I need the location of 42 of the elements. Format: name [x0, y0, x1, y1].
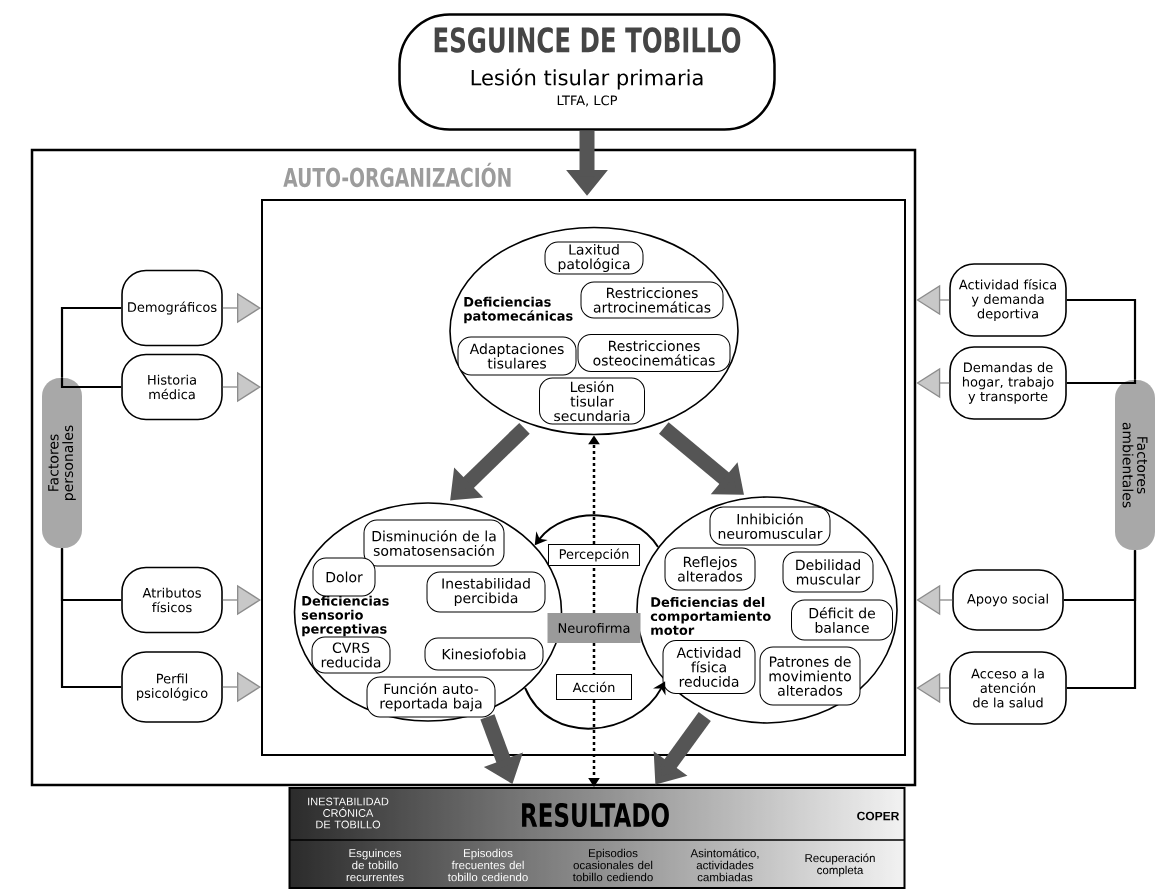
connector-line [60, 548, 122, 689]
label-box: Percepción [548, 544, 640, 566]
connector-line [1066, 550, 1137, 690]
factor-pill: Demandas de hogar, trabajo y transporte [949, 346, 1067, 420]
result-bar: INESTABILIDAD CRÓNICA DE TOBILLO RESULTADO COPER Esguinces de tobillo recurrentes Episodios frecuentes del tobillo cediendo Episodios ocasionales del tobillo cediendo Asintomático, actividades cambiadas Recuperación completa [288, 787, 906, 889]
connector-line [60, 377, 122, 389]
factor-pill: Atributos físicos [121, 566, 223, 634]
block-arrow [659, 422, 744, 495]
pill-box: Restricciones osteocinemáticas [577, 334, 731, 372]
factor-pill: Historia médica [121, 353, 223, 421]
pill-box: Patrones de movimiento alterados [759, 646, 861, 706]
curved-arrow [534, 514, 659, 549]
pill-box: CVRS reducida [311, 636, 391, 674]
connector-line [1066, 379, 1137, 385]
pill-box: Inhibición neuromuscular [709, 506, 831, 546]
dotted-line [592, 566, 596, 613]
connector-line [60, 306, 122, 378]
pill-box: Adaptaciones tisulares [457, 336, 577, 376]
pill-box: Disminución de la somatosensación [363, 519, 505, 567]
block-arrow [450, 422, 530, 501]
pill-box: Lesión tisular secundaria [539, 377, 645, 425]
pill-box: Laxitud patológica [544, 241, 644, 275]
pill-box: Kinesiofobia [424, 637, 544, 671]
pill-box: Actividad física reducida [662, 640, 756, 694]
factor-pill: Perfil psicológico [121, 651, 223, 723]
factor-pill: Demográficos [121, 269, 223, 347]
connector-line [1066, 298, 1137, 380]
label-box: Acción [556, 674, 632, 700]
pill-box: Función auto-reportada baja [366, 676, 496, 718]
title-pill: ESGUINCE DE TOBILLO Lesión tisular primaria LTFA, LCP [398, 13, 776, 131]
factor-pill: Acceso a la atención de la salud [949, 651, 1067, 725]
dotted-line [592, 643, 596, 674]
factor-pill: Actividad física y demanda deportiva [949, 263, 1067, 337]
factor-pill: Apoyo social [952, 569, 1064, 631]
pill-box: Inestabilidad percibida [426, 571, 546, 613]
pill-box: Reflejos alterados [664, 547, 756, 591]
category-pill: Factores personales [42, 378, 82, 548]
pill-box: Restricciones artrocinemáticas [580, 281, 724, 319]
label-box: Neurofirma [547, 613, 641, 643]
pill-box: Déficit de balance [791, 599, 893, 641]
pill-box: Debilidad muscular [782, 551, 874, 593]
category-pill: Factores ambientales [1115, 380, 1155, 550]
